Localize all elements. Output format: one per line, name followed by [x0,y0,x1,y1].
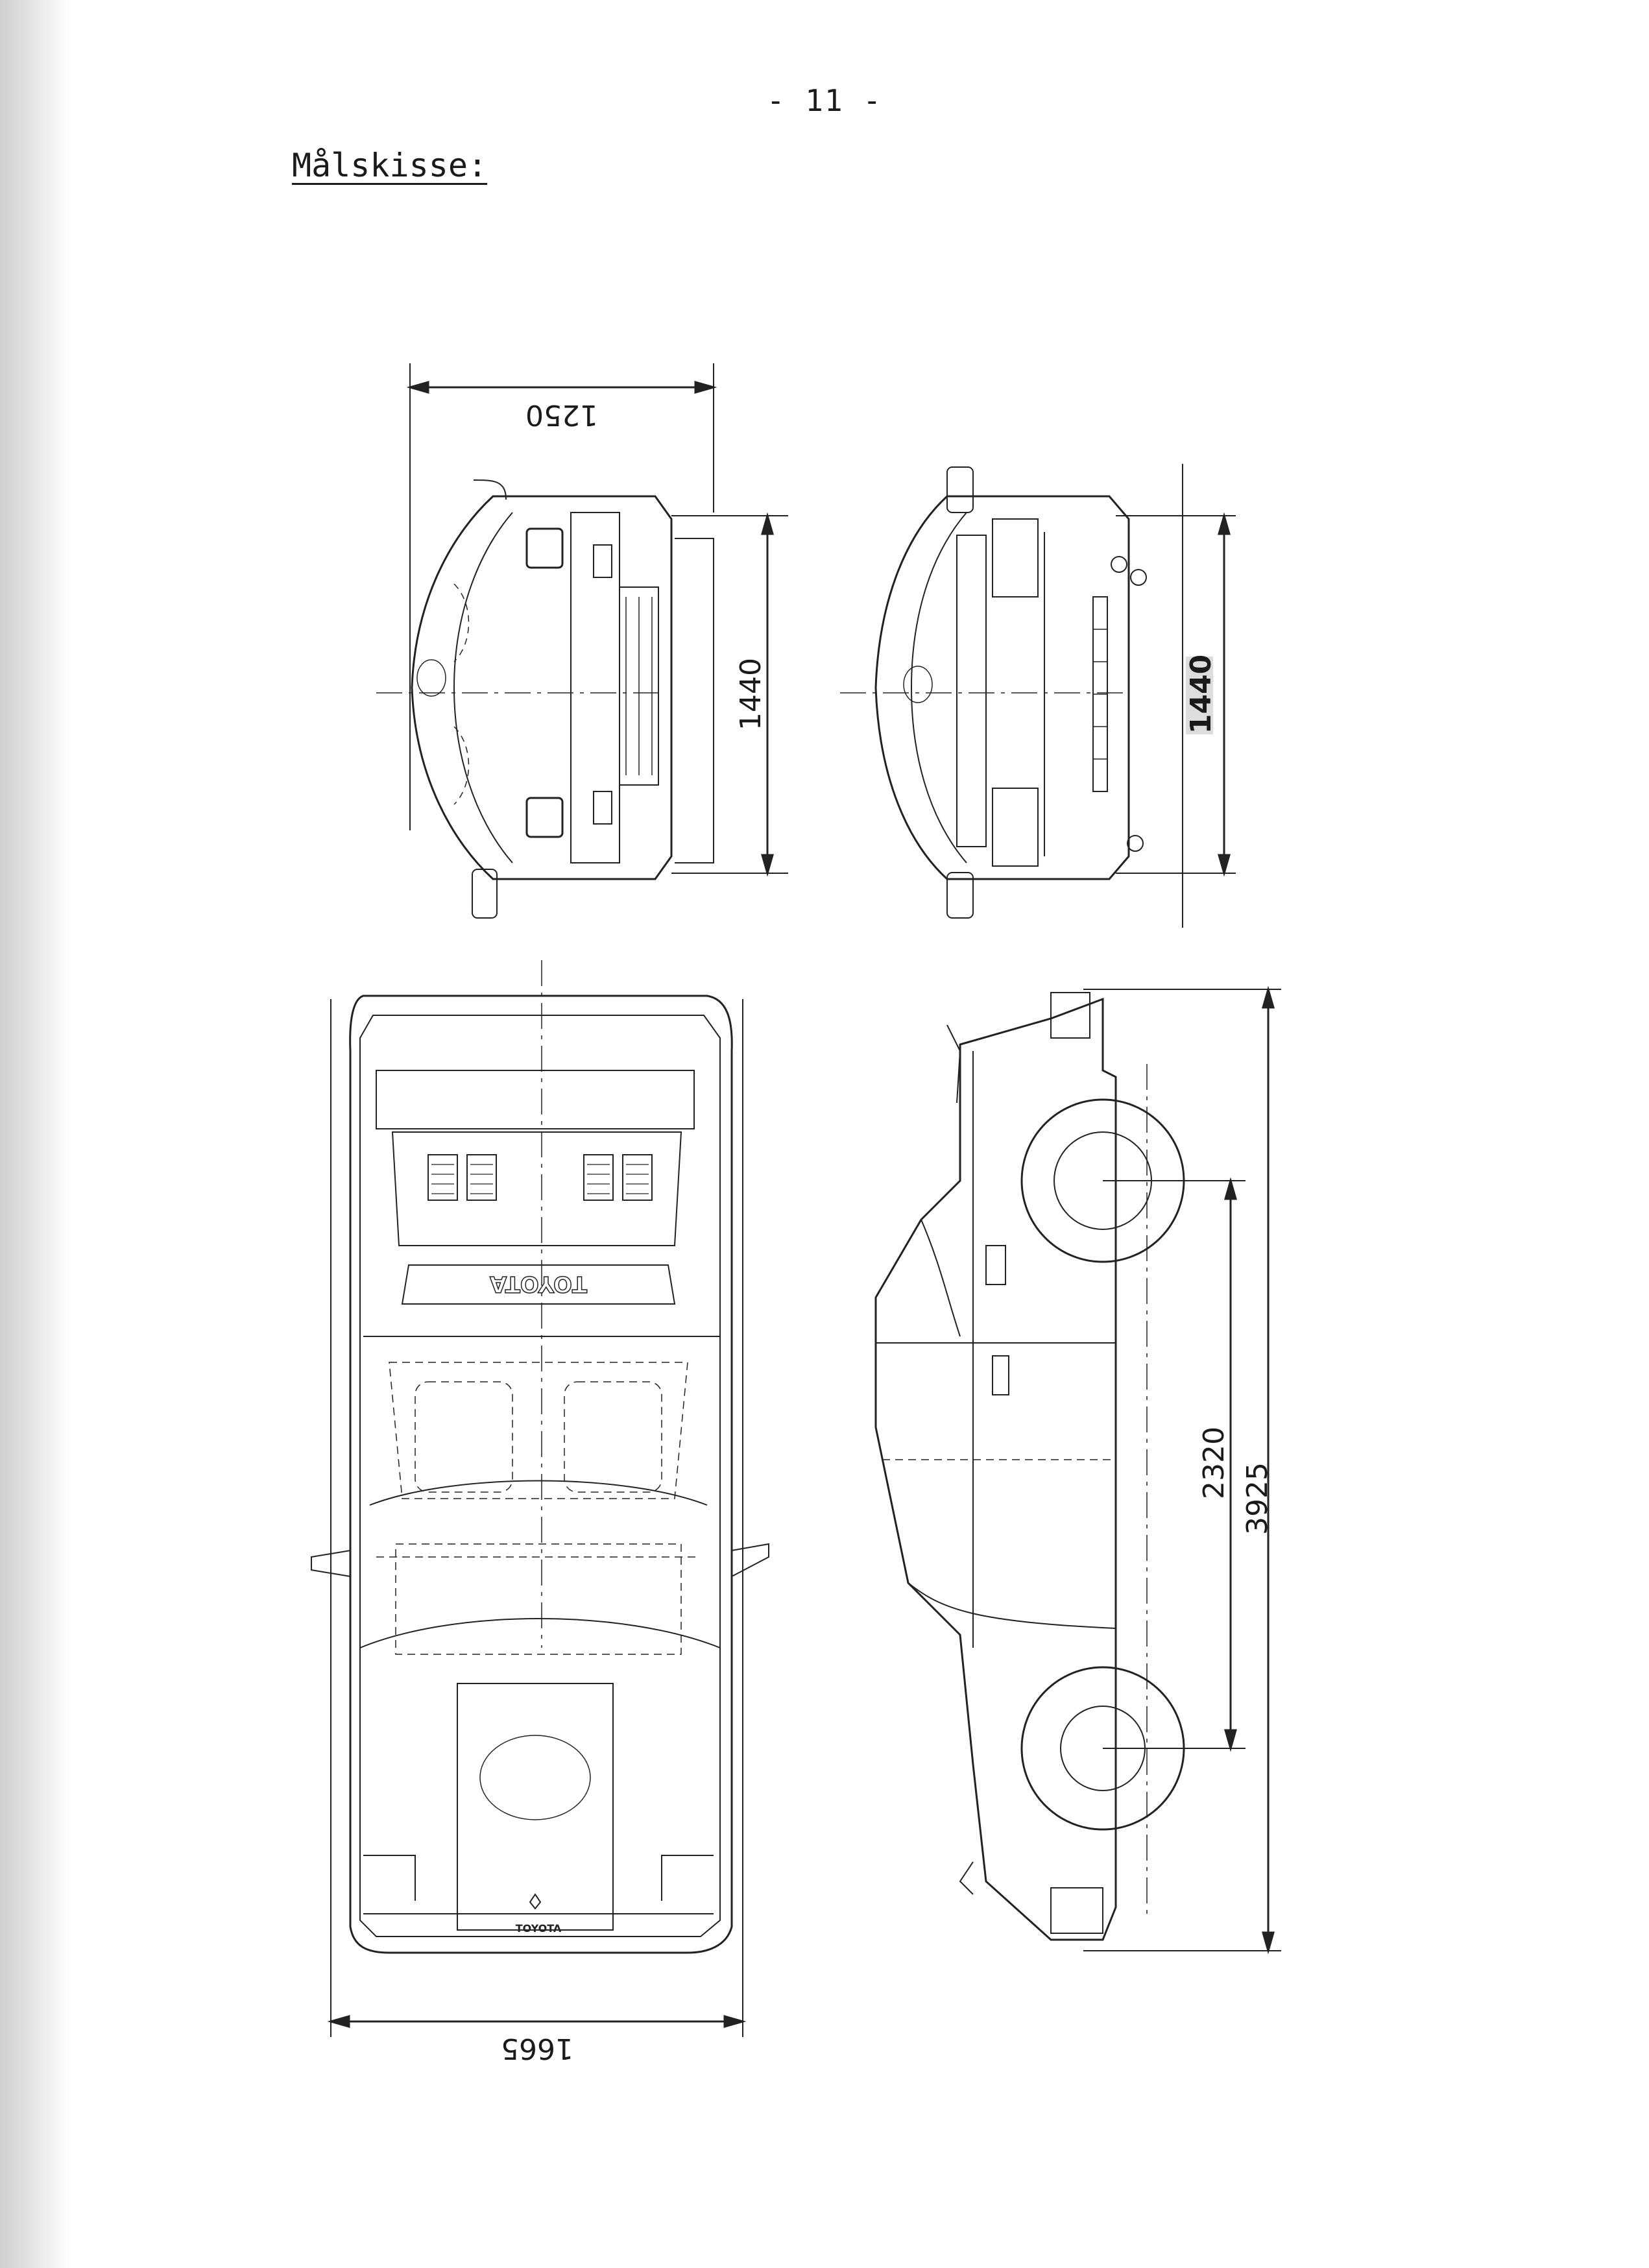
overall-length-label: 3925 [1241,1462,1274,1535]
top-view: 1665 TOYOTA [311,960,769,2065]
overall-width-label: 1665 [501,2032,573,2065]
front-view: 1250 1440 [376,363,788,919]
rear-view: 1440 [840,464,1236,928]
top-view-front-badge: TOYOTA [516,1922,562,1935]
front-height-label: 1440 [734,658,767,730]
top-view-rear-badge: TOYOTA [489,1271,587,1297]
front-track-label: 1250 [525,398,598,431]
binding-shadow [0,0,71,2268]
wheelbase-label: 2320 [1198,1427,1231,1499]
page-number: - 11 - [766,83,883,118]
side-view: 3925 2320 [874,985,1281,1955]
rear-height-label: 1440 [1185,655,1218,734]
page-heading: Målskisse: [292,147,488,184]
